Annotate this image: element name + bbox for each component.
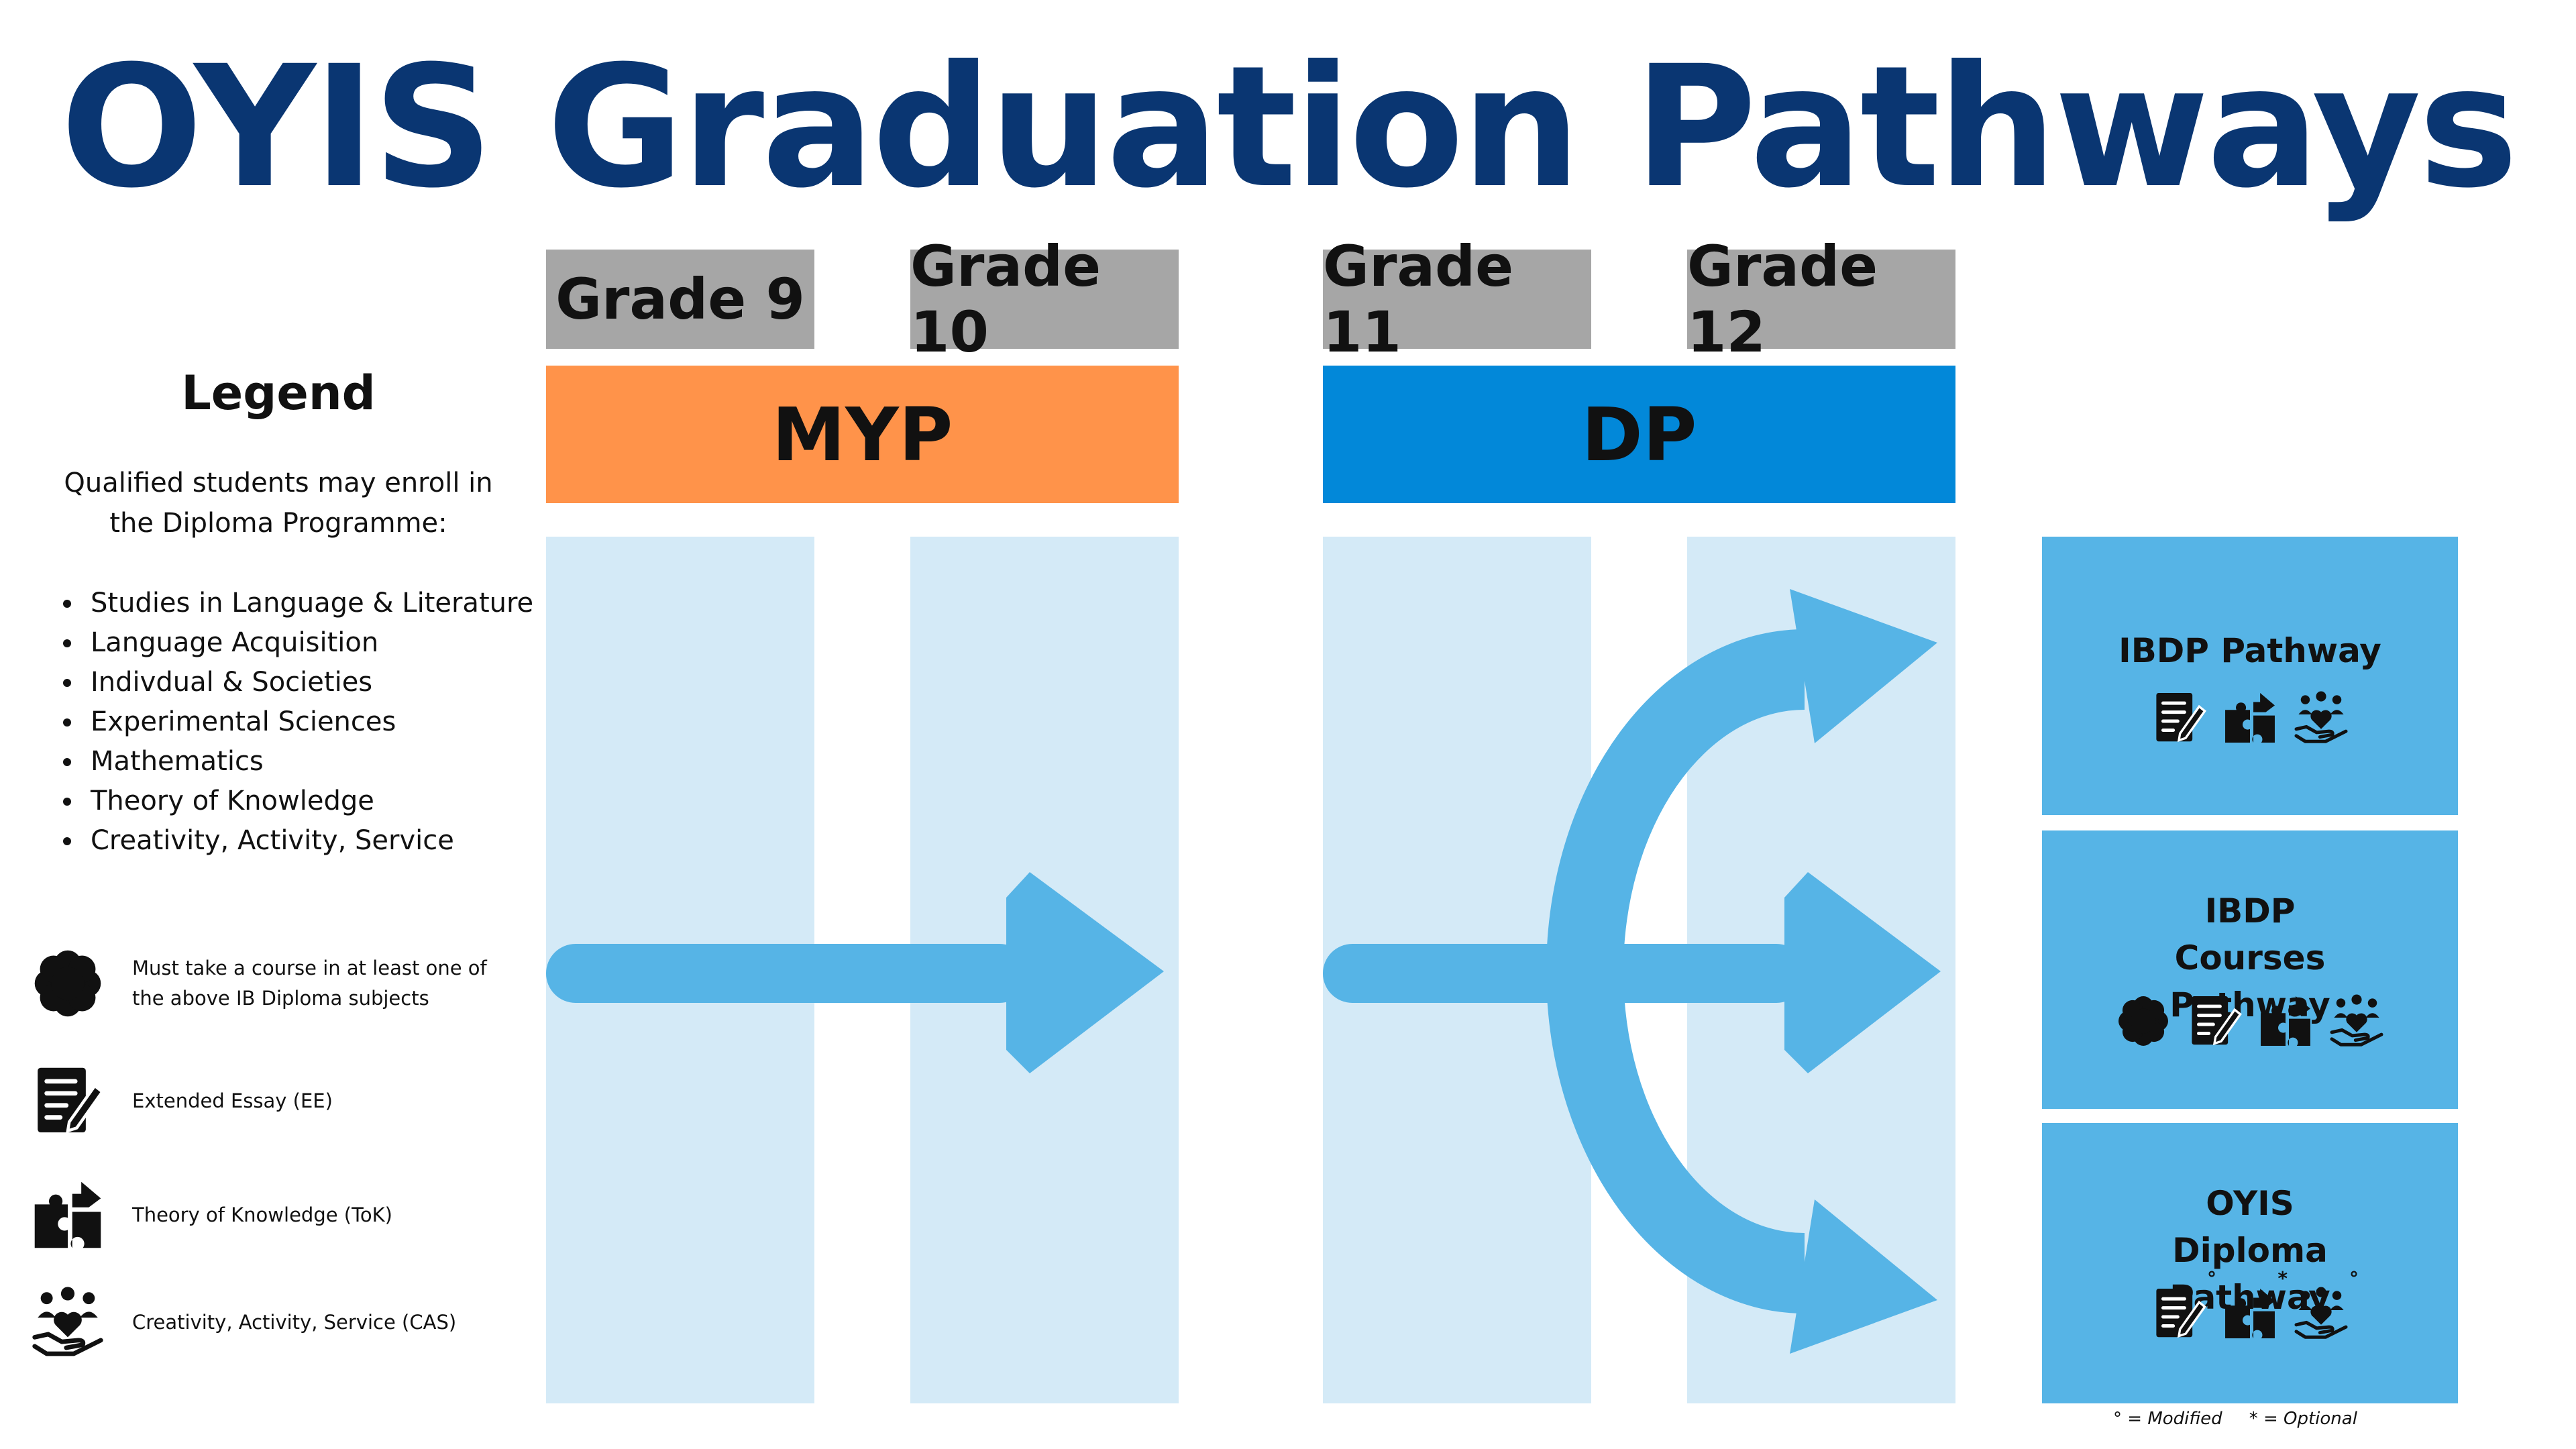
dp-straight-arrow	[1323, 872, 1941, 1073]
puzzle-icon: *	[2222, 1269, 2288, 1342]
oyis-diploma-pathway-box: OYIS Diploma Pathway ° * °	[2042, 1123, 2458, 1403]
hand-heart-icon	[2328, 993, 2385, 1049]
subject-item: Creativity, Activity, Service	[84, 821, 533, 861]
legend-row-flower: Must take a course in at least one of th…	[30, 946, 508, 1021]
modified-mark: °	[2207, 1267, 2216, 1289]
footnote-modified: ° = Modified	[2113, 1409, 2222, 1429]
essay-icon	[2151, 690, 2207, 746]
pathway-title: IBDP Pathway	[2118, 631, 2381, 670]
ibdp-courses-pathway-box: IBDP Courses Pathway	[2042, 830, 2458, 1109]
subject-item: Theory of Knowledge	[84, 782, 533, 821]
subject-item: Experimental Sciences	[84, 702, 533, 742]
puzzle-icon	[2222, 690, 2278, 746]
flower-icon	[2115, 993, 2171, 1049]
myp-arrow	[546, 872, 1164, 1073]
essay-icon	[2186, 993, 2243, 1049]
hand-heart-icon	[30, 1285, 105, 1360]
subject-item: Language Acquisition	[84, 623, 533, 663]
subject-list: Studies in Language & Literature Languag…	[54, 584, 533, 861]
puzzle-icon	[2257, 993, 2314, 1049]
modified-mark: °	[2349, 1267, 2359, 1289]
dp-bar: DP	[1323, 366, 1955, 503]
subject-item: Indivdual & Societies	[84, 663, 533, 702]
legend-title: Legend	[181, 366, 376, 421]
legend-row-cas: Creativity, Activity, Service (CAS)	[30, 1285, 508, 1360]
pathway-icons: ° * °	[2042, 1269, 2458, 1342]
hand-heart-icon	[2293, 690, 2349, 746]
grade-9-header: Grade 9	[546, 250, 814, 349]
myp-bar: MYP	[546, 366, 1179, 503]
pathway-icons	[2042, 993, 2458, 1049]
flower-icon	[30, 946, 105, 1021]
hand-heart-icon: °	[2293, 1269, 2359, 1342]
subject-item: Mathematics	[84, 742, 533, 782]
essay-icon: °	[2151, 1269, 2216, 1342]
footnote: ° = Modified * = Optional	[2113, 1409, 2384, 1429]
legend-row-label: Must take a course in at least one of th…	[132, 957, 487, 1010]
pathway-icons	[2042, 690, 2458, 746]
subject-item: Studies in Language & Literature	[84, 584, 533, 623]
page-title: OYIS Graduation Pathways	[60, 30, 2518, 225]
legend-row-puzzle: Theory of Knowledge (ToK)	[30, 1177, 508, 1252]
puzzle-icon	[30, 1177, 105, 1252]
legend-row-essay: Extended Essay (EE)	[30, 1063, 508, 1138]
grade-10-header: Grade 10	[910, 233, 1179, 365]
optional-mark: *	[2277, 1267, 2288, 1289]
legend-description: Qualified students may enroll in the Dip…	[64, 468, 493, 539]
legend-row-label: Creativity, Activity, Service (CAS)	[132, 1310, 457, 1334]
legend-row-label: Extended Essay (EE)	[132, 1089, 333, 1112]
dp-curved-arrow	[1546, 589, 1937, 1354]
legend-row-label: Theory of Knowledge (ToK)	[132, 1203, 392, 1226]
footnote-optional: * = Optional	[2249, 1409, 2357, 1429]
essay-icon	[30, 1063, 105, 1138]
ibdp-pathway-box: IBDP Pathway	[2042, 537, 2458, 815]
